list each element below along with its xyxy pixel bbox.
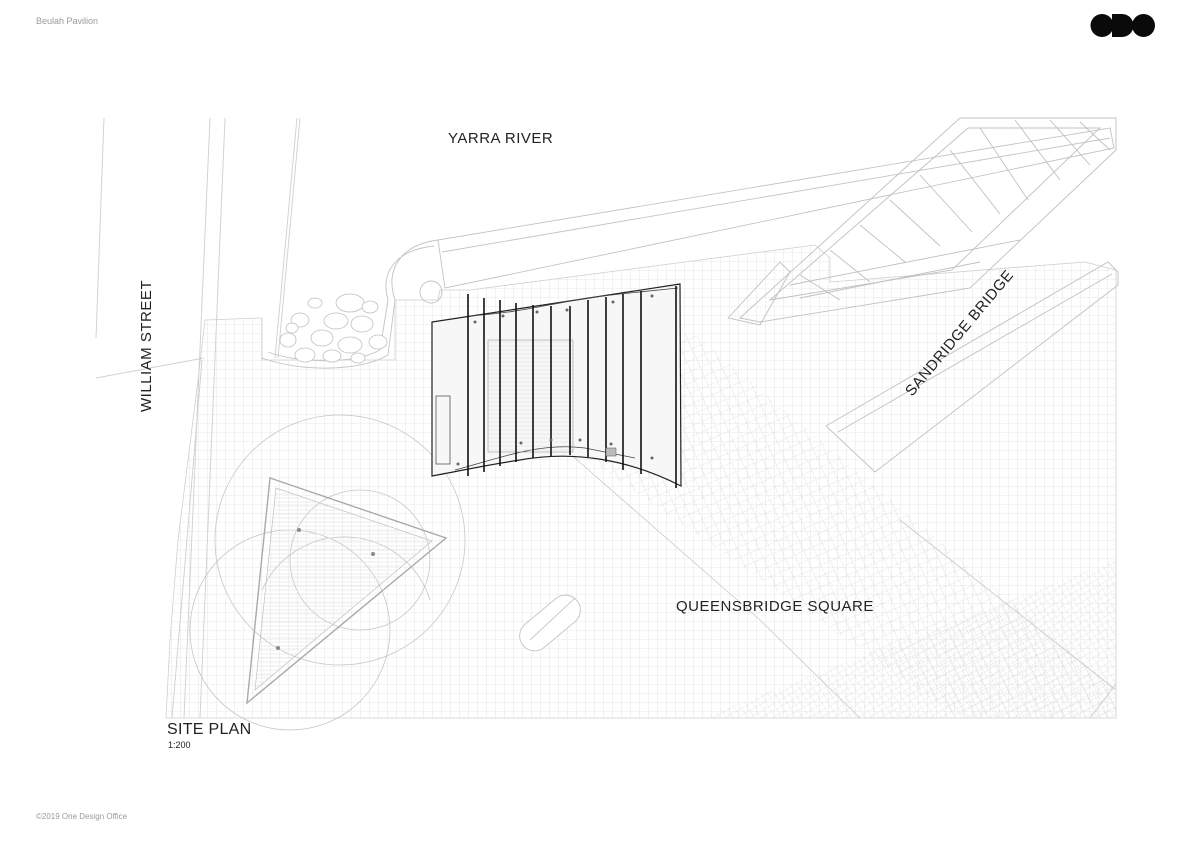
street-line-2: [199, 117, 226, 719]
pavilion-column-dots: [456, 294, 654, 466]
pavilion: [431, 283, 682, 488]
street-cross-line: [95, 357, 205, 379]
logo-letter-o-left: [1090, 14, 1114, 37]
paving-area: [165, 244, 1117, 719]
pavilion-fins: [467, 286, 677, 488]
bridge-deck: [739, 117, 1117, 323]
pavilion-small-box: [605, 447, 617, 457]
triangle-planter: [246, 477, 448, 705]
odo-logo: [1090, 14, 1155, 37]
tree-marker-2: [371, 552, 375, 556]
pavilion-inner-deck: [487, 339, 574, 453]
bench: [519, 594, 581, 652]
bridge-walkway: [825, 261, 1119, 473]
promenade-strip: [437, 127, 1115, 289]
riverbank-edge: [261, 239, 439, 369]
triangle-inner: [254, 487, 433, 691]
river-promenade: [437, 127, 1115, 289]
label-william-street: WILLIAM STREET: [138, 280, 155, 412]
pavilion-wall-top: [469, 287, 679, 317]
pavilion-side-box: [435, 395, 451, 465]
tree-marker-3: [276, 646, 280, 650]
triangle-outer: [246, 477, 448, 705]
bridge-pier: [727, 261, 791, 326]
project-title: Beulah Pavilion: [36, 16, 99, 26]
street-edge: [171, 359, 203, 719]
tree-marker-1: [297, 528, 301, 532]
logo-letter-d: [1112, 14, 1134, 37]
sandridge-bridge: [727, 117, 1119, 473]
label-yarra-river: YARRA RIVER: [448, 130, 553, 147]
william-street-lines: [95, 117, 301, 719]
label-queensbridge-square: QUEENSBRIDGE SQUARE: [676, 598, 874, 615]
paving-stairs-zone: [700, 560, 1116, 718]
street-line-4: [274, 117, 298, 359]
garden-stones: [279, 293, 388, 364]
bollard: [419, 280, 443, 304]
street-line-5: [277, 117, 301, 359]
logo-letter-o-right: [1132, 14, 1155, 37]
copyright: ©2019 One Design Office: [36, 812, 128, 821]
site-plan-title: SITE PLAN: [167, 721, 252, 738]
bridge-trusses: [789, 119, 1111, 301]
diagonal-ramp: [559, 444, 1117, 719]
site-plan-scale: 1:200: [168, 740, 191, 750]
street-line-1: [95, 117, 105, 339]
